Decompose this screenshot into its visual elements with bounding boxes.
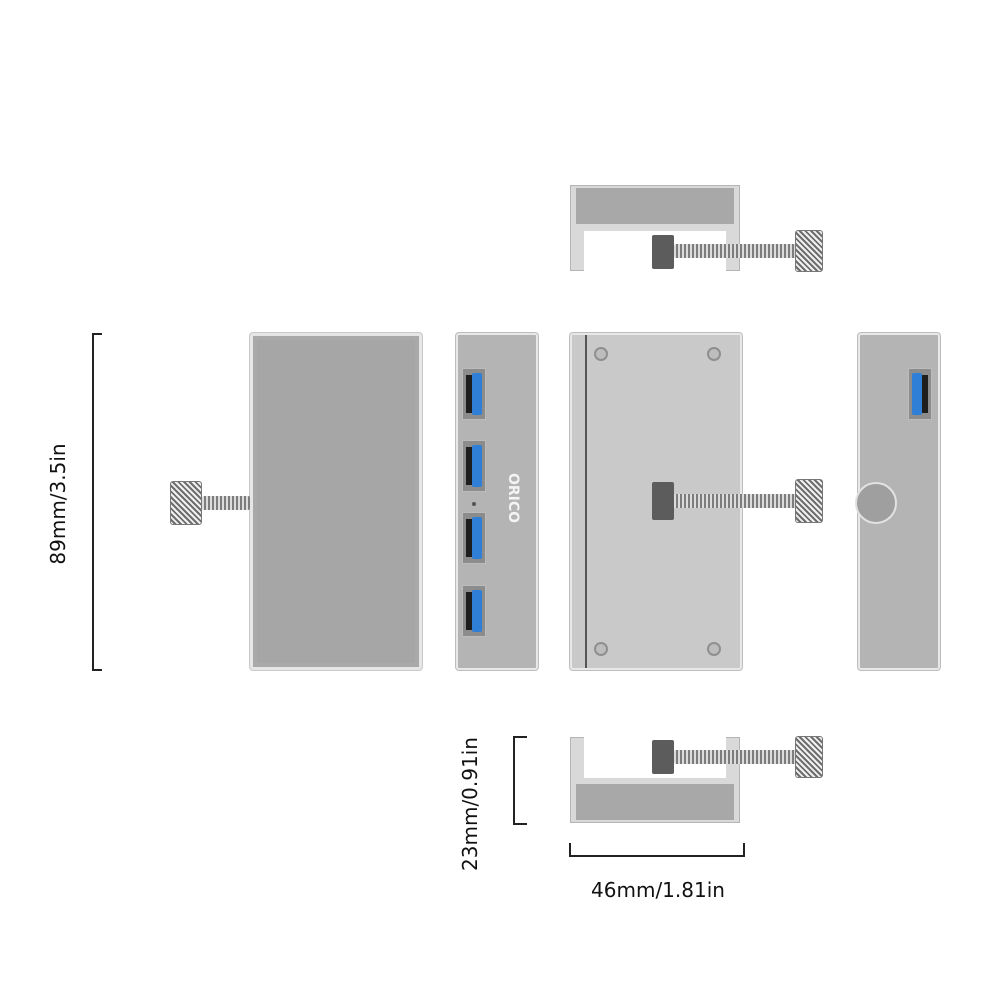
bottom-clamp-pad xyxy=(652,740,674,774)
width-dimension-bracket xyxy=(569,843,745,857)
depth-dimension-bracket xyxy=(513,736,527,825)
depth-dimension-label: 23mm/0.91in xyxy=(458,737,482,871)
clamp-screw-knob xyxy=(795,479,823,523)
screw-hole-top-left xyxy=(594,347,608,361)
back-screw-knob xyxy=(170,481,202,525)
height-dimension-bracket xyxy=(92,333,102,671)
usb-port-3 xyxy=(462,512,486,564)
top-clamp-pad xyxy=(652,235,674,269)
screw-hole-top-right xyxy=(707,347,721,361)
usb-port-4 xyxy=(462,585,486,637)
clamp-pad xyxy=(652,482,674,520)
back-panel xyxy=(250,333,422,670)
height-dimension-label: 89mm/3.5in xyxy=(46,443,70,565)
top-clamp-thread xyxy=(674,244,796,258)
screw-hole-bottom-right xyxy=(707,642,721,656)
orico-logo: ORICO xyxy=(505,472,521,524)
usb-port-1 xyxy=(462,368,486,420)
side-usb-port xyxy=(908,368,932,420)
side-knob-icon xyxy=(855,482,897,524)
bottom-clamp-knob xyxy=(795,736,823,778)
back-screw-thread xyxy=(202,496,250,510)
top-clamp-knob xyxy=(795,230,823,272)
width-dimension-label: 46mm/1.81in xyxy=(591,878,725,902)
led-indicator-icon xyxy=(472,502,476,506)
screw-hole-bottom-left xyxy=(594,642,608,656)
clamp-edge-line xyxy=(585,335,587,668)
clamp-screw-thread xyxy=(674,494,796,508)
top-clamp-body xyxy=(576,188,734,224)
usb-port-2 xyxy=(462,440,486,492)
bottom-clamp-thread xyxy=(674,750,796,764)
bottom-clamp-body xyxy=(576,784,734,820)
